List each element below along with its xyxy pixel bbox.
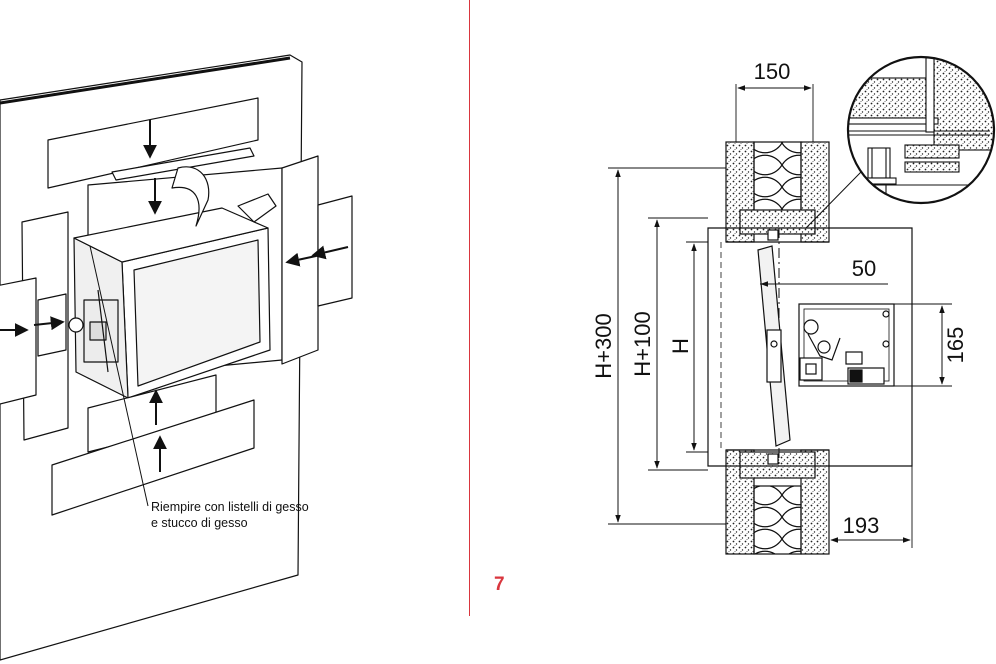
gypsum-strip-angled [237,193,277,223]
page-divider [469,0,470,616]
gypsum-strip-bottom [51,399,255,516]
arrow-left-right-2 [285,252,317,267]
installation-caption: Riempire con listelli di gesso e stucco … [151,500,309,530]
gypsum-strip-small [111,147,255,181]
gypsum-strip-left-front [0,277,37,405]
section-drawing: 150 H+300 H+100 H 50 165 193 [591,55,996,555]
damper-frame-inner [133,239,261,387]
damper-flange-top [767,229,779,241]
gypsum-strip-curved [171,166,210,227]
damper-body-top [73,207,269,263]
gypsum-strip-top [47,97,259,189]
damper-actuator [68,289,119,373]
detail-leader [805,171,862,229]
dim-height: H [668,338,693,354]
dim-mechanism-height: 165 [943,327,968,364]
damper-casing [707,227,913,242]
detail-magnifier-ring [846,55,996,205]
wall-top-edge [0,56,291,105]
arrow-right-mid [33,316,65,331]
page-number: 7 [494,574,505,595]
wall-section-top [725,141,830,243]
damper-flange-bottom [767,453,779,465]
damper-casing-bottom [707,452,913,467]
installation-illustration [0,54,353,661]
arrow-left-right [311,245,349,260]
detail-magnifier [848,57,994,203]
damper-mechanism [766,303,895,387]
caption-leader-line [89,245,149,507]
dim-top-width: 150 [754,59,791,84]
dim-depth: 193 [843,513,880,538]
dim-overall-height: H+300 [591,313,616,378]
dim-offset: 50 [852,256,876,281]
dim-frame-height: H+100 [630,311,655,376]
